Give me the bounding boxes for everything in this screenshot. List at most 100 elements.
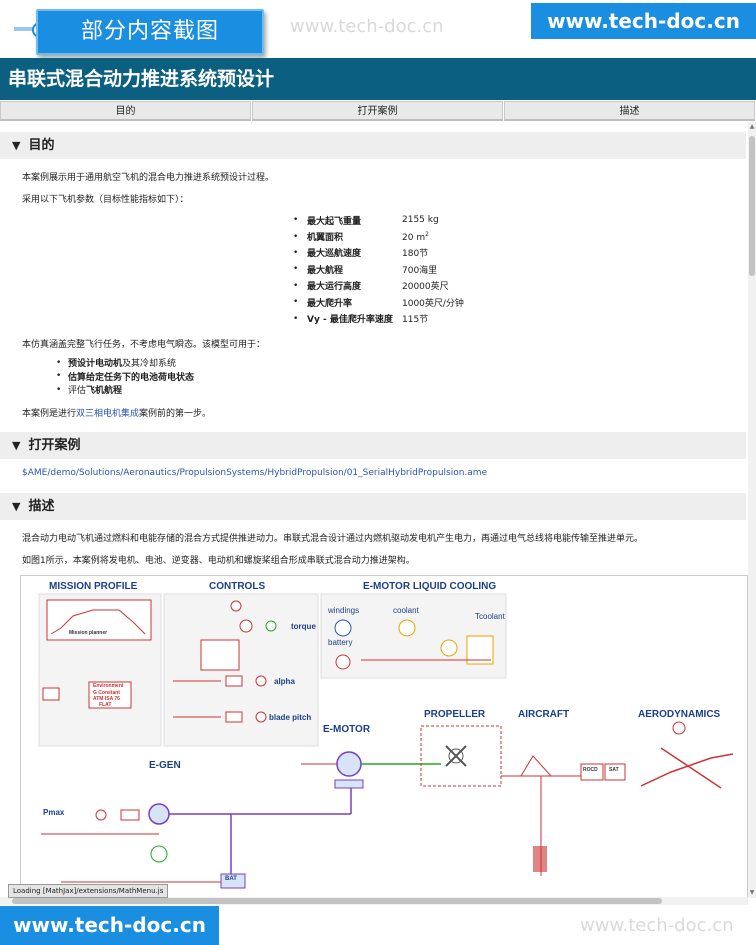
label-controls: CONTROLS: [209, 581, 266, 592]
alpha-sensor-icon: [255, 675, 267, 687]
mission-text: 本仿真涵盖完整飞行任务，不考虑电气瞬态。该模型可用于：: [22, 340, 266, 350]
list-item: •预设计电动机及其冷却系统: [56, 357, 177, 370]
pi-block-alpha: [225, 675, 243, 687]
uses-list: •预设计电动机及其冷却系统 •估算给定任务下的电池荷电状态 •评估飞机航程: [56, 356, 194, 397]
ctrl-sum-icon: [239, 619, 253, 633]
sat-box: [604, 763, 626, 781]
controls-panel: [163, 593, 319, 747]
windings-icon: [334, 619, 352, 637]
aero-wing-shape: [640, 753, 734, 787]
aero-fuselage-shape: [660, 747, 722, 789]
label-emotor: E-MOTOR: [323, 724, 371, 735]
list-item: •估算给定任务下的电池荷电状态: [56, 371, 195, 383]
screenshot-badge: 部分内容截图: [36, 9, 264, 55]
pitch-sensor-icon: [255, 711, 267, 723]
watermark-faint-top: www.tech-doc.cn: [290, 16, 444, 37]
emotor-icon: [336, 751, 362, 777]
horizontal-scroll-thumb[interactable]: [12, 898, 662, 904]
egen-gain-icon: [95, 809, 107, 821]
system-diagram: MISSION PROFILE CONTROLS E-MOTOR LIQUID …: [20, 575, 748, 897]
label-egen: E-GEN: [149, 760, 181, 771]
label-sat: SAT: [609, 767, 619, 773]
tab-description[interactable]: 描述: [504, 101, 755, 121]
description-p1: 混合动力电动飞机通过燃料和电能存储的混合方式提供推进动力。串联式混合设计通过内燃…: [22, 534, 644, 544]
rocd-box: [580, 763, 604, 781]
section-header-purpose[interactable]: ▼ 目的: [0, 132, 746, 159]
ctrl-gain-icon: [230, 600, 242, 612]
prop-block: [200, 639, 240, 671]
battery-block: [220, 873, 246, 889]
propeller-panel: [420, 725, 502, 787]
inverter-block: [334, 779, 364, 789]
tab-open-case[interactable]: 打开案例: [252, 101, 503, 121]
mathjax-loading-status: Loading [MathJax]/extensions/MathMenu.js: [8, 884, 169, 898]
label-pmax: Pmax: [43, 808, 65, 817]
watermark-box-top: www.tech-doc.cn: [531, 3, 756, 39]
page-title: 串联式混合动力推进系统预设计: [0, 58, 756, 100]
label-bat: BAT: [225, 876, 237, 882]
egen-pi-block: [120, 809, 140, 821]
label-torque: torque: [291, 622, 316, 631]
label-mission-profile: MISSION PROFILE: [49, 581, 138, 592]
horizontal-scrollbar[interactable]: [0, 897, 748, 905]
collapse-triangle-icon[interactable]: ▼: [12, 139, 21, 152]
purpose-intro: 本案例展示用于通用航空飞机的混合电力推进系统预设计过程。: [22, 173, 275, 183]
battery-temp-icon: [335, 654, 351, 670]
section-header-description[interactable]: ▼ 描述: [0, 493, 746, 520]
list-item: •评估飞机航程: [56, 384, 123, 397]
pi-block-pitch: [225, 711, 243, 723]
label-blade-pitch: blade pitch: [269, 713, 312, 722]
section-title: 描述: [28, 499, 55, 514]
section-title: 目的: [28, 138, 55, 153]
heat-exchanger-block: [466, 635, 494, 665]
section-header-open[interactable]: ▼ 打开案例: [0, 432, 746, 459]
label-aerodynamics: AERODYNAMICS: [638, 709, 721, 720]
label-aircraft: AIRCRAFT: [518, 709, 570, 720]
label-tcoolant: Tcoolant: [475, 612, 505, 621]
case-path-link[interactable]: $AME/demo/Solutions/Aeronautics/Propulsi…: [22, 468, 488, 478]
scroll-down-arrow-icon[interactable]: ▼: [749, 889, 755, 896]
vertical-scrollbar[interactable]: ▲ ▼: [748, 122, 756, 898]
label-rocd: ROCD: [583, 767, 598, 773]
label-mission-planner: Mission planner: [69, 630, 108, 636]
label-env-row: ATM ISA 76: [93, 696, 120, 702]
label-alpha: alpha: [274, 677, 295, 686]
case-path: $AME/demo/Solutions/Aeronautics/Propulsi…: [22, 468, 487, 478]
label-cooling: E-MOTOR LIQUID COOLING: [363, 581, 497, 592]
label-env-row: FLAT: [99, 702, 112, 708]
label-windings: windings: [328, 606, 360, 615]
next-step-text: 本案例是进行双三相电机集成案例前的第一步。: [22, 409, 212, 419]
label-battery: battery: [328, 638, 353, 647]
collapse-triangle-icon[interactable]: ▼: [12, 500, 21, 513]
run-stats-box: [42, 687, 60, 701]
environment-box: [88, 681, 132, 709]
dual-three-phase-link[interactable]: 双三相电机集成: [76, 409, 140, 419]
content-pane: ▼ 目的 本案例展示用于通用航空飞机的混合电力推进系统预设计过程。 采用以下飞机参…: [0, 122, 748, 897]
section-title: 打开案例: [28, 438, 81, 453]
tab-purpose[interactable]: 目的: [0, 101, 251, 121]
label-environment: Environment: [93, 683, 124, 689]
propeller-blade-2: [445, 745, 467, 767]
mission-profile-curve: [50, 609, 146, 635]
collapse-triangle-icon[interactable]: ▼: [12, 439, 21, 452]
torque-sensor-icon: [265, 620, 277, 632]
aircraft-warning-icon: [520, 755, 553, 777]
scroll-up-arrow-icon[interactable]: ▲: [749, 123, 755, 130]
coolant-icon: [398, 619, 416, 637]
label-coolant: coolant: [393, 606, 419, 615]
pump-icon: [440, 639, 458, 657]
vertical-scroll-thumb[interactable]: [749, 136, 755, 276]
params-intro: 采用以下飞机参数（目标性能指标如下）：: [22, 195, 189, 205]
description-p2: 如图1所示，本案例将发电机、电池、逆变器、电动机和螺旋桨组合形成串联式混合动力推…: [22, 556, 415, 566]
mission-planner-box: [46, 599, 152, 641]
tab-strip: 目的 打开案例 描述: [0, 101, 756, 121]
label-env-row: G Constant: [93, 690, 120, 696]
